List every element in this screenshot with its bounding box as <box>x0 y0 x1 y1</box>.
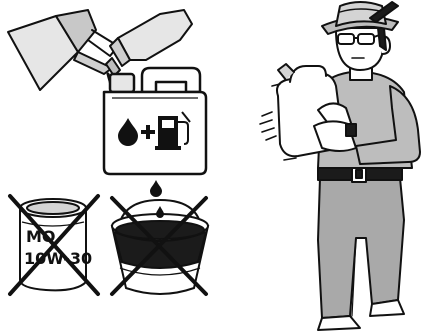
head <box>336 28 390 70</box>
fuel-can-icon <box>104 68 206 174</box>
wristwatch-icon <box>346 124 356 136</box>
person-shaking-canister-icon <box>260 2 420 330</box>
trousers <box>318 178 404 318</box>
falling-drop-icon <box>150 180 162 197</box>
prohibited-oil-can-icon: MO 10W-30 <box>10 196 98 294</box>
measuring-jug-icon <box>8 10 118 90</box>
prohibited-bucket-icon <box>112 198 208 294</box>
oil-bottle-icon <box>106 10 192 76</box>
